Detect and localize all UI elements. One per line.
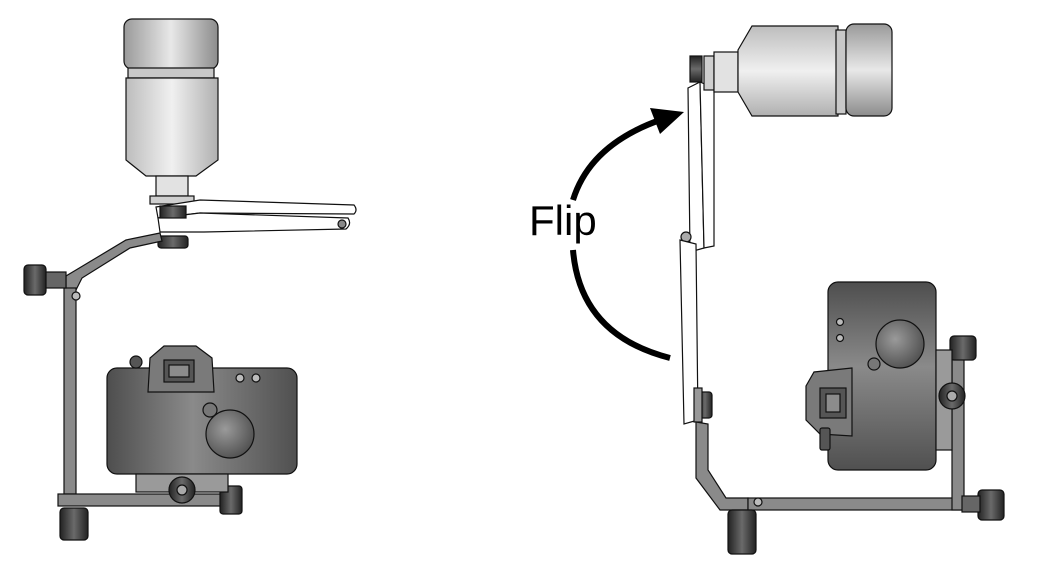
flip-arrow-lower <box>570 249 671 361</box>
arm-pivot-screw <box>337 219 347 229</box>
flipped-flash-body <box>737 25 839 117</box>
left-bottom-rail <box>57 493 229 507</box>
left-bracket <box>23 232 243 541</box>
rotated-camera-lens <box>875 319 925 369</box>
left-vertical-post <box>63 287 77 495</box>
flash-head <box>123 18 219 70</box>
flipped-flash-head <box>845 23 893 117</box>
left-assembly <box>23 18 357 541</box>
right-assembly <box>679 23 1005 555</box>
flip-arrow-head <box>650 108 684 134</box>
flash-icon <box>123 18 219 205</box>
camera-lens-release <box>202 402 218 418</box>
shutter-button <box>129 355 143 369</box>
camera-button-1 <box>235 373 245 383</box>
rail-screw <box>753 497 763 507</box>
flipped-shoe-knob <box>689 55 703 83</box>
flash-shoe-knob <box>159 205 187 219</box>
right-top-knob <box>949 335 977 361</box>
right-bottom-knob <box>727 509 757 555</box>
right-vertical-post <box>951 357 965 511</box>
flash-arm <box>155 199 357 249</box>
left-side-knob <box>23 264 47 296</box>
curved-arrow-icon <box>570 108 684 361</box>
flash-body <box>125 77 219 177</box>
camera-icon <box>106 345 298 504</box>
flip-label: Flip <box>529 197 597 244</box>
flip-arrow-upper <box>570 117 662 201</box>
right-bottom-rail <box>747 497 969 511</box>
flash-foot <box>155 175 189 197</box>
post-screw-top <box>71 291 81 301</box>
camera-lens-mount <box>205 409 255 459</box>
flipped-flash-icon <box>703 23 893 117</box>
right-end-knob <box>977 489 1005 521</box>
left-bottom-knob <box>59 507 89 541</box>
camera-button-2 <box>251 373 261 383</box>
rotated-camera-icon <box>805 281 966 471</box>
rail-end-knob <box>219 485 243 515</box>
shoe-lock-knob <box>157 235 189 249</box>
flash-head-bezel <box>127 67 215 79</box>
